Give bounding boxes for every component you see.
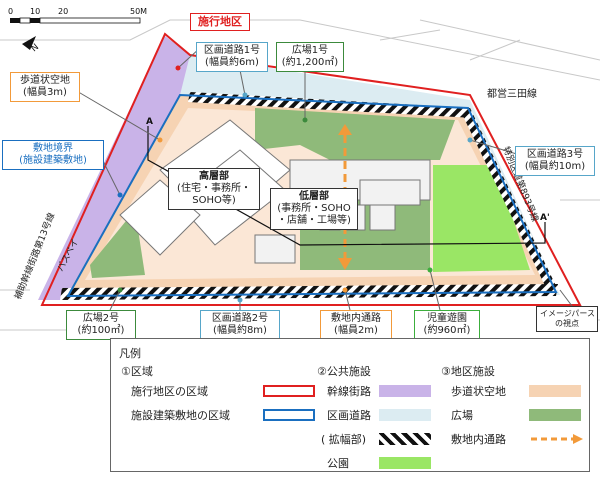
- project-area-boundary: [40, 32, 582, 306]
- low-rise-callout: 低層部 (事務所・SOHO ・店舗・工場等): [270, 188, 358, 230]
- legend-kansen: 幹線街路: [327, 385, 371, 398]
- legend-swatch-kakufuku: [379, 433, 431, 445]
- legend-koen: 公園: [327, 457, 349, 470]
- plaza2-callout: 広場2号(約100㎡): [66, 310, 136, 340]
- legend-swatch-kansen: [379, 385, 431, 397]
- legend-sec2: ②公共施設: [317, 365, 371, 378]
- section-a2-label: A': [540, 213, 550, 223]
- legend-area-shikichi: 施設建築敷地の区域: [131, 409, 230, 422]
- legend-hiroba: 広場: [451, 409, 473, 422]
- scale-bar: 0 10 20 50M: [8, 7, 147, 24]
- scale-tick-50m: 50M: [130, 7, 147, 16]
- sidewalk-callout: 歩道状空地(幅員3m): [10, 72, 80, 102]
- legend-swatch-shikichi: [263, 409, 315, 421]
- section-line: [147, 126, 546, 246]
- svg-text:N: N: [30, 42, 42, 54]
- legend-hodo: 歩道状空地: [451, 385, 506, 398]
- legend-kukaku: 区画道路: [327, 409, 371, 422]
- section-a-label: A: [146, 117, 153, 127]
- internal-path-callout: 敷地内通路(幅員2m): [320, 310, 392, 340]
- road2-callout: 区画道路2号(幅員約8m): [200, 310, 280, 340]
- road3-callout: 区画道路3号(幅員約10m): [515, 146, 595, 176]
- north-arrow-icon: N: [22, 36, 41, 54]
- mita-line-label: 都営三田線: [487, 87, 537, 100]
- internal-path-arrow: [338, 124, 352, 270]
- legend-sec3: ③地区施設: [441, 365, 495, 378]
- legend-box: 凡例 ①区域 ②公共施設 ③地区施設 施行地区の区域 施設建築敷地の区域 幹線街…: [110, 338, 590, 472]
- legend-swatch-shiko: [263, 385, 315, 397]
- park-callout: 児童遊園(約960㎡): [414, 310, 480, 340]
- legend-tsuro: 敷地内通路: [451, 433, 506, 446]
- legend-swatch-kukaku: [379, 409, 431, 421]
- high-rise-callout: 高層部 (住宅・事務所・ SOHO等): [168, 168, 260, 210]
- legend-title: 凡例: [119, 347, 141, 360]
- legend-area-shiko: 施行地区の区域: [131, 385, 208, 398]
- project-area-label: 施行地区: [190, 13, 250, 31]
- park-area: [433, 165, 530, 272]
- scale-tick-20: 20: [58, 7, 68, 16]
- plaza1-callout: 広場1号(約1,200㎡): [276, 42, 344, 72]
- scale-tick-0: 0: [8, 7, 13, 16]
- legend-swatch-hodo: [529, 385, 581, 397]
- leader-dots: [117, 65, 473, 303]
- arterial-road-area: [38, 36, 190, 300]
- legend-swatch-tsuro: [531, 434, 583, 444]
- plaza-2-area: [90, 210, 145, 278]
- site-boundary-line: [66, 93, 558, 298]
- legend-swatch-hiroba: [529, 409, 581, 421]
- legend-kakufuku: ( 拡幅部): [321, 433, 367, 446]
- scale-tick-10: 10: [30, 7, 40, 16]
- road1-callout: 区画道路1号(幅員約6m): [196, 42, 268, 72]
- legend-swatch-koen: [379, 457, 431, 469]
- site-boundary-callout: 敷地境界(施設建築敷地): [2, 140, 104, 170]
- perspective-callout: イメージパースの視点: [536, 306, 598, 332]
- legend-sec1: ①区域: [121, 365, 153, 378]
